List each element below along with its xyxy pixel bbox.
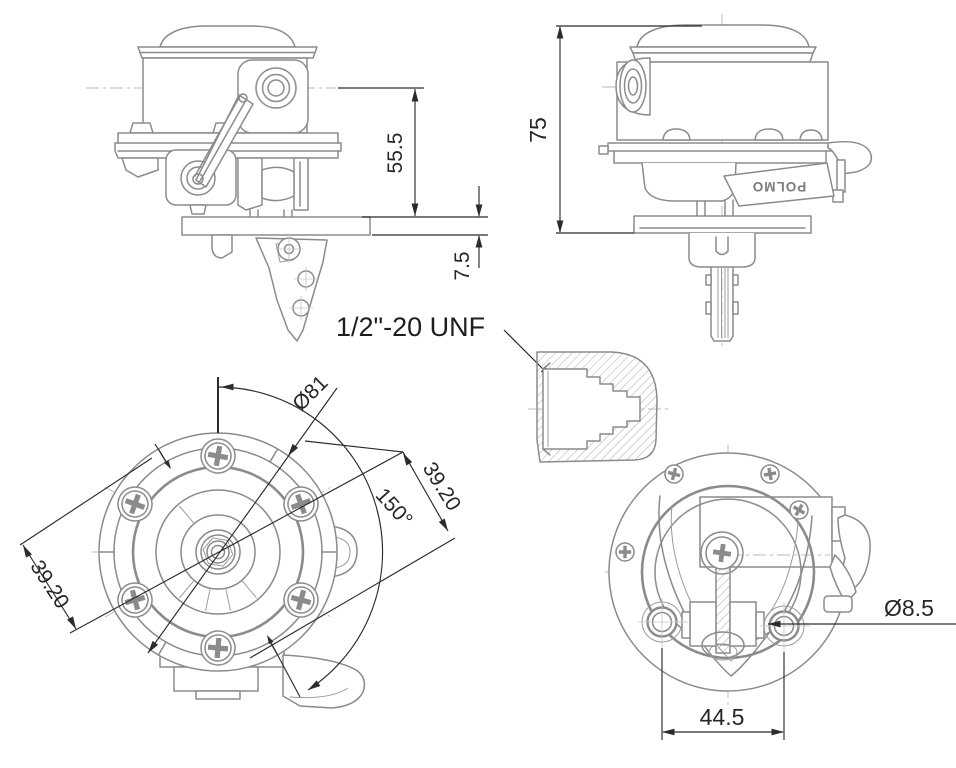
front-view-dimensions: 75	[525, 25, 702, 234]
thread-size-label: 1/2"-20 UNF	[336, 312, 485, 342]
bottom-view-part	[605, 445, 871, 705]
dim-label-diameter-8-5: Ø8.5	[884, 595, 934, 621]
side-view-part	[86, 25, 371, 342]
brand-plate	[723, 162, 835, 207]
dim-label-55-5: 55.5	[384, 133, 407, 174]
bottom-view-dimensions: Ø8.5 44.5	[661, 595, 956, 740]
thread-callout: 1/2"-20 UNF	[336, 312, 555, 381]
front-view-part: POLMO	[598, 14, 873, 348]
side-view: 55.5 7.5	[86, 25, 488, 342]
front-view: POLMO 75	[525, 14, 873, 348]
dim-label-75: 75	[525, 117, 551, 143]
side-view-dimensions: 55.5 7.5	[338, 87, 488, 281]
fitting-section-detail	[528, 351, 668, 463]
bottom-view: Ø8.5 44.5	[605, 445, 956, 740]
brand-label: POLMO	[752, 179, 807, 194]
dim-label-7-5: 7.5	[451, 251, 474, 280]
dim-label-44-5: 44.5	[700, 704, 745, 730]
